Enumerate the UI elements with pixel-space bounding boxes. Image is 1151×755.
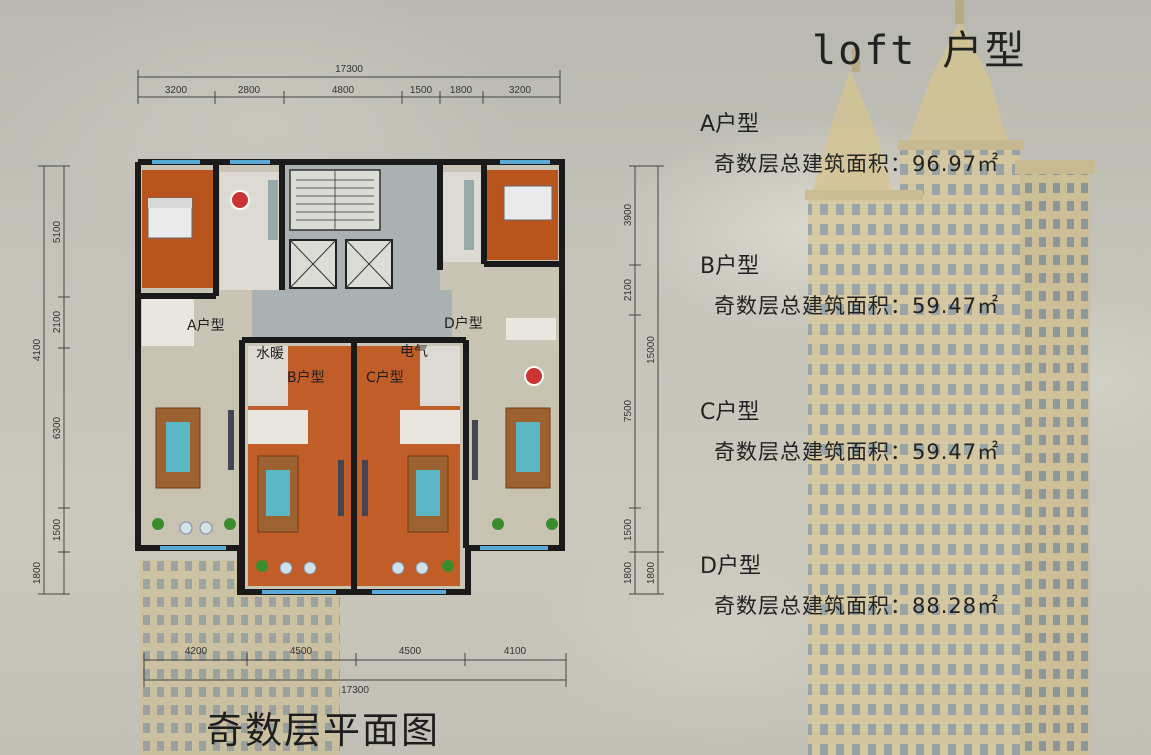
bottom-dim: 4200: [185, 646, 208, 657]
unit-b-name: B户型: [700, 254, 760, 279]
top-dim: 2800: [238, 85, 261, 96]
unit-a-name: A户型: [700, 112, 760, 137]
bottom-dim: 4500: [399, 646, 422, 657]
unit-c-info: C户型 奇数层总建筑面积：59.47㎡: [700, 394, 998, 464]
plan-title: 奇数层平面图: [206, 709, 440, 752]
unit-d-info: D户型 奇数层总建筑面积：88.28㎡: [700, 548, 998, 618]
left-dim: 1800: [32, 561, 43, 584]
label-electric: 电气: [400, 344, 428, 360]
right-dim: 3900: [623, 203, 634, 226]
left-dim: 5100: [52, 220, 63, 243]
label-water-heating: 水暖: [256, 346, 284, 362]
unit-b-info: B户型 奇数层总建筑面积：59.47㎡: [700, 248, 998, 318]
unit-b-area: 奇数层总建筑面积：59.47㎡: [714, 294, 1000, 318]
left-dim: 2100: [52, 310, 63, 333]
bottom-total-dim: 17300: [341, 685, 369, 696]
label-unit-b: B户型: [287, 369, 325, 386]
label-unit-c: C户型: [366, 369, 404, 386]
left-total-dim: 4100: [32, 338, 43, 361]
top-dim: 4800: [332, 85, 355, 96]
unit-c-name: C户型: [700, 400, 760, 425]
unit-a-info: A户型 奇数层总建筑面积：96.97㎡: [700, 106, 998, 176]
unit-d-name: D户型: [700, 554, 761, 579]
top-dim: 1800: [450, 85, 473, 96]
right-dim: 1500: [623, 518, 634, 541]
right-dim: 7500: [623, 399, 634, 422]
bath-a: [142, 296, 194, 346]
bottom-dim: 4500: [290, 646, 313, 657]
label-unit-d: D户型: [444, 315, 483, 332]
unit-a-area: 奇数层总建筑面积：96.97㎡: [714, 152, 1000, 176]
top-total-dim: 17300: [335, 64, 363, 75]
top-dim: 3200: [165, 85, 188, 96]
kitchen-d: [442, 172, 482, 262]
right-dim: 1800: [646, 561, 657, 584]
right-total-dim: 15000: [646, 336, 657, 364]
top-dim: 3200: [509, 85, 532, 96]
top-dim: 1500: [410, 85, 433, 96]
windows: [152, 160, 550, 594]
right-dim: 1800: [623, 561, 634, 584]
unit-d-area: 奇数层总建筑面积：88.28㎡: [714, 594, 1000, 618]
page-title: loft 户型: [812, 28, 1027, 74]
unit-c-area: 奇数层总建筑面积：59.47㎡: [714, 440, 1000, 464]
right-dim: 2100: [623, 278, 634, 301]
bottom-dim: 4100: [504, 646, 527, 657]
dimension-lines: [38, 70, 664, 687]
label-unit-a: A户型: [187, 317, 225, 334]
left-dim: 1500: [52, 518, 63, 541]
left-dim: 6300: [52, 416, 63, 439]
